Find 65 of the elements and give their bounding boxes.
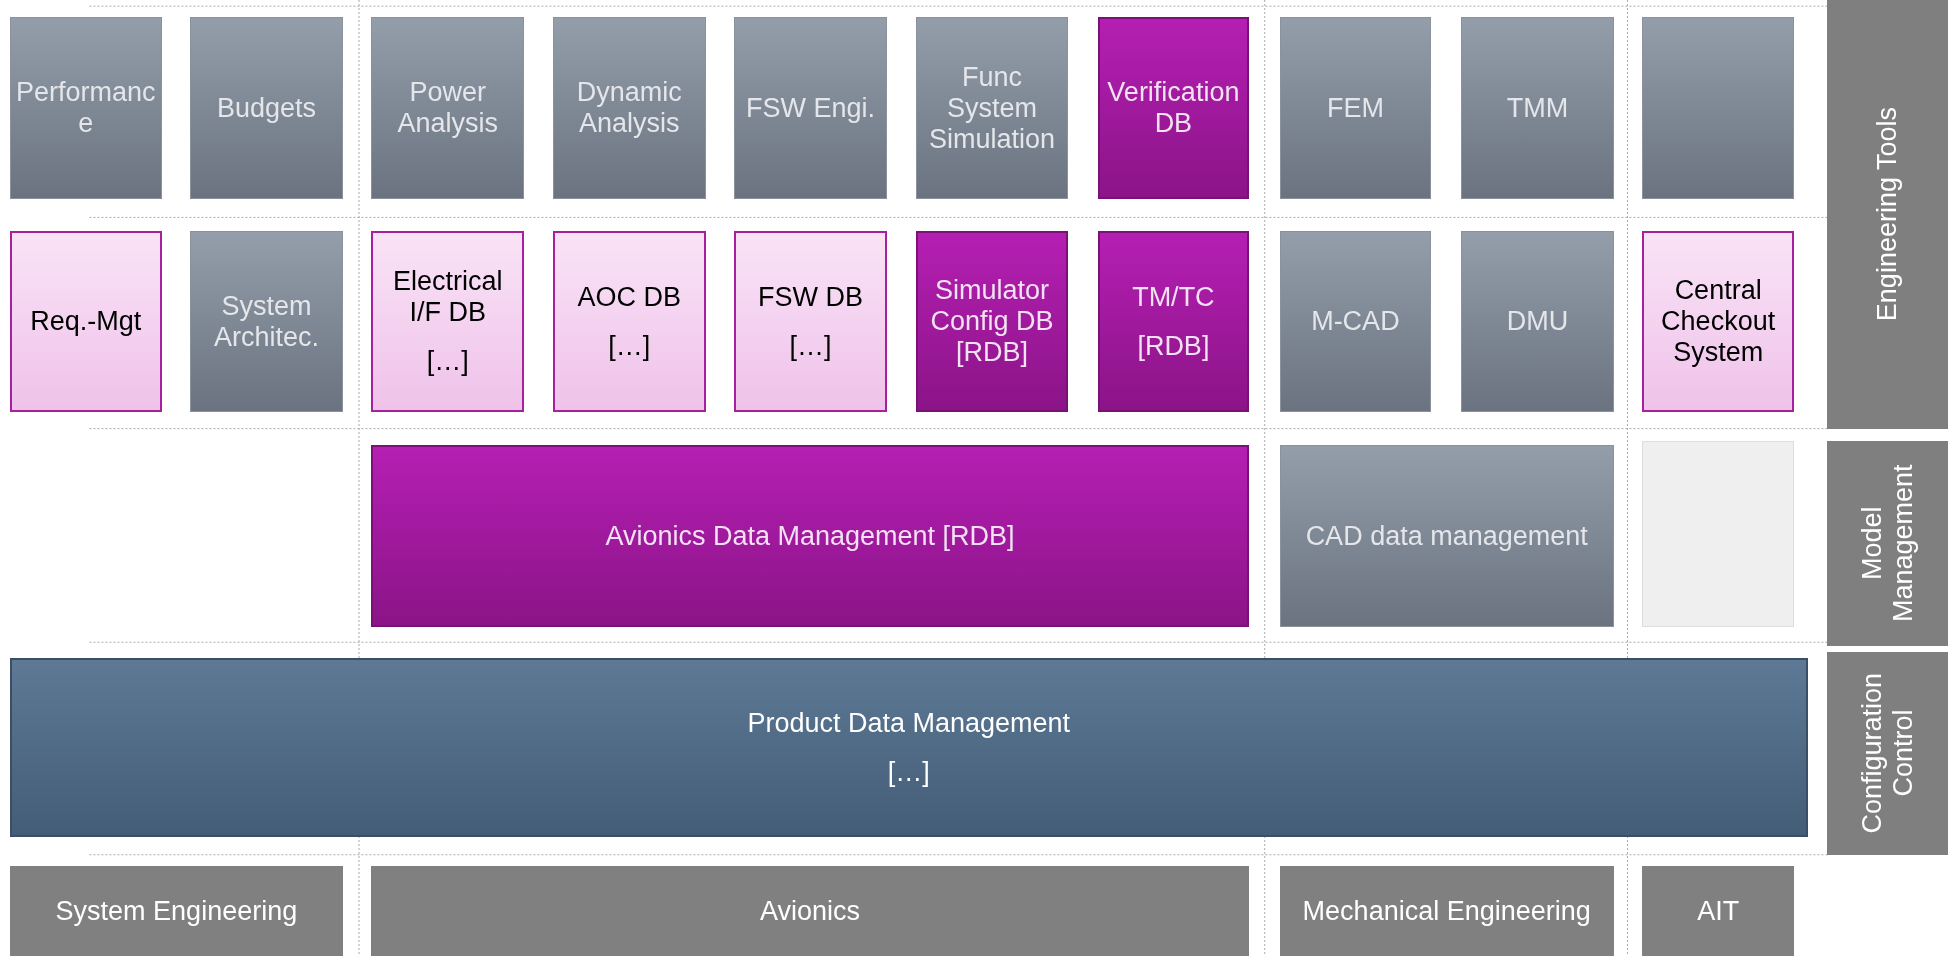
tool-box (1279, 17, 1432, 199)
box-label: FEM (1326, 92, 1384, 124)
box-label: FSW DB (758, 281, 864, 313)
box-label: Performance (14, 77, 157, 140)
tool-box (734, 17, 887, 199)
discipline-name: Mechanical Engineering (1302, 895, 1591, 927)
platform-bar (9, 658, 1808, 838)
database-box (552, 231, 706, 413)
box-label: Simulator Config DB [RDB] (929, 275, 1055, 369)
discipline-bar (371, 865, 1249, 956)
discipline-bar (1279, 865, 1614, 956)
discipline-name: Avionics (759, 895, 861, 927)
box-label: Dynamic Analysis (575, 77, 683, 140)
database-box (371, 231, 525, 413)
discipline-name: AIT (1697, 895, 1740, 927)
layer-band (1827, 652, 1948, 855)
tool-box (190, 17, 343, 199)
box-label: AOC DB (577, 281, 681, 313)
tool-box (552, 17, 706, 199)
tool-box (190, 231, 343, 413)
layer-name: Engineering Tools (1872, 107, 1904, 322)
box-label: [RDB] (1137, 330, 1210, 362)
box-label: […] (608, 330, 651, 362)
layer-name: Configuration Control (1856, 672, 1919, 836)
database-box (9, 231, 162, 413)
box-label: FSW Engi. (746, 92, 876, 124)
layer-name: Model Management (1856, 463, 1919, 625)
layer-band (1827, 441, 1948, 646)
database-box (1642, 231, 1794, 413)
layer-band (1827, 0, 1948, 429)
tool-box (1279, 231, 1432, 413)
database-box (1098, 231, 1249, 413)
box-label: Electrical I/F DB (392, 266, 504, 329)
tool-box (915, 17, 1069, 199)
box-label: TMM (1506, 92, 1569, 124)
database-box (371, 444, 1249, 628)
database-box (915, 231, 1069, 413)
box-label: CAD data management (1305, 520, 1588, 552)
box-label: Power Analysis (396, 77, 500, 140)
discipline-bar (1642, 865, 1794, 956)
discipline-bar (9, 865, 343, 956)
database-box (734, 231, 887, 413)
box-label: Verification DB (1106, 77, 1241, 140)
tool-box (9, 17, 162, 199)
empty-box (1642, 441, 1794, 628)
tool-box (1461, 231, 1614, 413)
discipline-name: System Engineering (55, 895, 298, 927)
box-label: System Architec. (212, 290, 320, 353)
box-label: Product Data Management (747, 707, 1071, 739)
box-label: Req.-Mgt (30, 306, 142, 338)
tool-box (1279, 444, 1614, 628)
tool-box (1461, 17, 1614, 199)
box-label: […] (789, 330, 832, 362)
box-label: Central Checkout System (1660, 275, 1777, 369)
tool-box (371, 17, 525, 199)
box-label: TM/TC (1132, 281, 1215, 313)
box-label: Avionics Data Management [RDB] (605, 520, 1015, 552)
box-label: M-CAD (1311, 306, 1400, 338)
box-label: DMU (1506, 306, 1569, 338)
database-box (1098, 17, 1249, 199)
box-label: Budgets (216, 92, 316, 124)
empty-box (1642, 17, 1794, 199)
box-label: […] (426, 346, 469, 378)
box-label: Func System Simulation (927, 61, 1057, 155)
box-label: […] (887, 756, 930, 788)
